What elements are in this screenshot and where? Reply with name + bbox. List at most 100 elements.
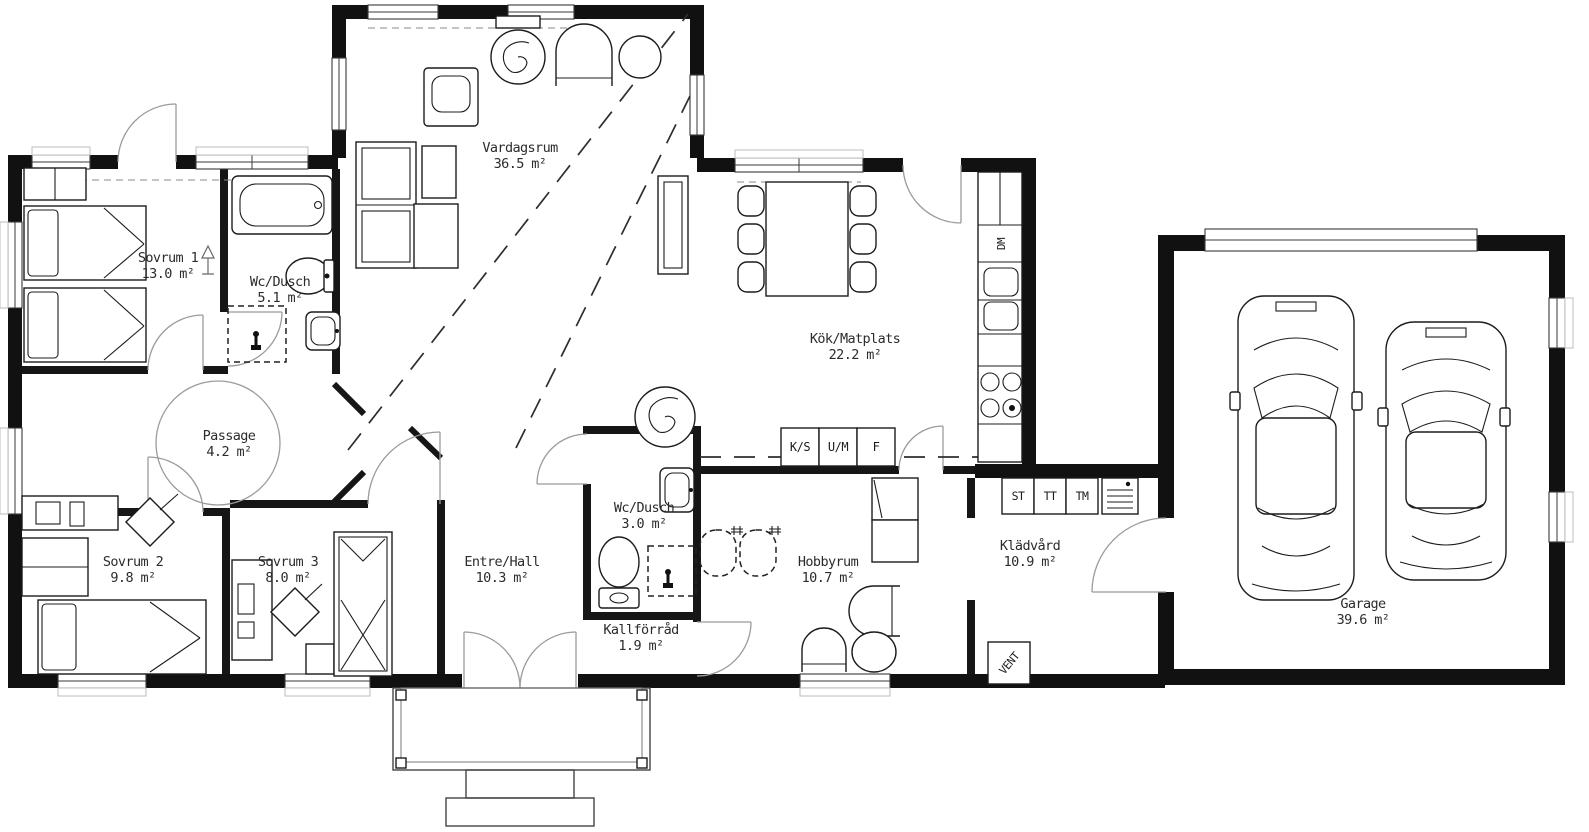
sink-basin <box>983 267 1019 297</box>
room-area-hobbyrum: 10.7 m² <box>802 570 855 586</box>
label-um: U/M <box>828 440 848 454</box>
bed <box>23 287 147 363</box>
chair <box>269 583 323 638</box>
hash-mark <box>769 526 781 535</box>
room-name-wc1: Wc/Dusch <box>250 274 310 290</box>
sink-basin <box>983 301 1019 331</box>
sovrum1-furniture <box>23 167 147 363</box>
sovrum2-furniture <box>21 493 207 675</box>
label-tt: TT <box>1044 489 1057 503</box>
bed <box>333 531 393 677</box>
window <box>1548 297 1566 349</box>
room-area-entrehall: 10.3 m² <box>476 570 529 586</box>
room-area-sovrum1: 13.0 m² <box>142 266 195 282</box>
dresser <box>21 537 89 597</box>
kitchen-counter <box>977 171 1023 463</box>
room-name-sovrum2: Sovrum 2 <box>103 554 163 570</box>
room-area-passage: 4.2 m² <box>206 444 251 460</box>
sovrum1-door <box>147 314 204 371</box>
windows <box>0 4 1574 697</box>
room-area-garage: 39.6 m² <box>1337 612 1390 628</box>
wc2-furniture <box>598 386 697 609</box>
dresser <box>23 167 87 201</box>
label-st: ST <box>1012 489 1025 503</box>
nightstand <box>305 643 335 675</box>
wc1-door <box>227 311 283 367</box>
room-name-sovrum1: Sovrum 1 <box>138 250 199 266</box>
label-tm: TM <box>1076 489 1089 503</box>
arrow-icon <box>201 244 215 275</box>
coffee-table <box>421 145 457 199</box>
shower-faucet-icon <box>251 331 261 350</box>
room-name-vardagsrum: Vardagsrum <box>482 140 558 156</box>
vent-box <box>987 641 1031 685</box>
window <box>1548 491 1566 543</box>
room-name-wc2: Wc/Dusch <box>614 500 674 516</box>
hobbyrum-door <box>898 425 944 471</box>
room-area-kallforrad: 1.9 m² <box>618 638 663 654</box>
fireplace-icon <box>490 15 546 85</box>
room-name-kallforrad: Kallförråd <box>603 621 678 638</box>
entrance-double-door <box>463 631 577 689</box>
stove-icon <box>980 372 1022 418</box>
shower-area <box>647 545 697 597</box>
window <box>689 74 705 136</box>
garage-cars <box>1229 295 1511 601</box>
dining-table <box>765 181 849 297</box>
porch <box>392 687 651 827</box>
window <box>7 221 23 309</box>
hobbyrum-furniture <box>699 477 919 673</box>
kladvard-appliances <box>987 477 1139 685</box>
window <box>734 157 864 173</box>
laundry-sink-icon <box>1101 477 1139 515</box>
room-area-vardagsrum: 36.5 m² <box>494 156 547 172</box>
wc2-door <box>536 433 588 485</box>
porch-step <box>465 769 575 799</box>
window <box>195 154 309 170</box>
future-shower-provision <box>699 526 781 577</box>
closet <box>871 477 919 563</box>
label-dm: DM <box>995 237 1008 250</box>
room-area-sovrum3: 8.0 m² <box>265 570 310 586</box>
window <box>7 427 23 515</box>
toilet-icon <box>598 536 640 609</box>
armchair <box>801 627 847 672</box>
side-table <box>618 35 662 79</box>
shower-area <box>227 305 287 363</box>
window <box>31 154 91 170</box>
desk <box>231 559 273 661</box>
sovrum3-furniture <box>231 531 393 677</box>
room-name-hobbyrum: Hobbyrum <box>798 554 859 570</box>
room-name-kok: Kök/Matplats <box>810 331 900 347</box>
exterior-walls <box>8 5 1565 688</box>
armchair <box>423 67 479 127</box>
room-area-wc2: 3.0 m² <box>621 516 666 532</box>
chair <box>124 493 179 548</box>
room-name-entrehall: Entre/Hall <box>464 554 539 570</box>
armchair <box>848 585 900 637</box>
fan-icon <box>634 386 696 448</box>
sink-icon <box>305 311 341 351</box>
chair <box>851 631 897 673</box>
window <box>331 57 347 131</box>
garage-window-band <box>1204 228 1478 252</box>
car <box>1377 321 1511 581</box>
wc1-furniture <box>227 175 341 363</box>
sovrum3-door <box>367 431 441 505</box>
label-ks: K/S <box>790 440 810 454</box>
kitchen-exterior-door <box>902 164 962 224</box>
shower-faucet-icon <box>663 569 673 588</box>
room-area-kok: 22.2 m² <box>829 347 882 363</box>
room-labels: Vardagsrum 36.5 m² Sovrum 1 13.0 m² Wc/D… <box>103 140 1390 654</box>
doors <box>117 103 1167 689</box>
hash-mark <box>731 526 743 535</box>
exterior-door <box>117 103 177 163</box>
armchair <box>555 23 613 86</box>
tv-bench <box>657 175 689 275</box>
bed <box>23 205 147 281</box>
window <box>367 4 439 20</box>
tall-cabinets <box>780 427 896 467</box>
label-f: F <box>873 440 880 454</box>
